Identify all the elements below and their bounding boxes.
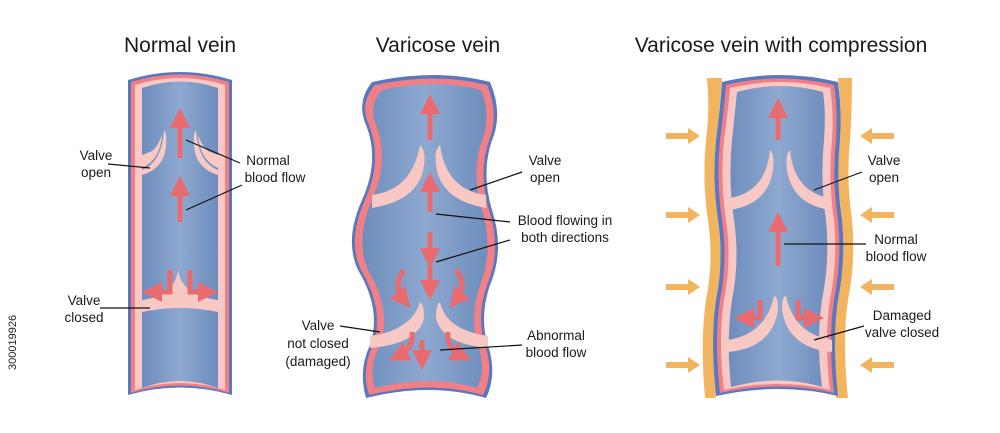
compression-damaged-label-1: Damaged bbox=[873, 308, 932, 323]
compression-arrow-left-1 bbox=[666, 128, 700, 144]
compression-vein bbox=[666, 75, 894, 398]
compression-arrow-left-3 bbox=[666, 279, 700, 295]
compression-damaged-label-2: valve closed bbox=[865, 325, 939, 340]
compression-valve-open-label-2: open bbox=[869, 170, 899, 185]
leader-varicose-abnormal bbox=[439, 344, 523, 351]
leader-normal-flow-2 bbox=[185, 184, 243, 211]
compression-arrow-right-1 bbox=[860, 128, 894, 144]
normal-vein bbox=[128, 72, 232, 395]
compression-valve-open-label-1: Valve bbox=[868, 153, 901, 168]
varicose-abnormal-flow-label-2: blood flow bbox=[526, 345, 587, 360]
varicose-both-directions-label-1: Blood flowing in bbox=[518, 213, 613, 228]
title-normal-vein: Normal vein bbox=[124, 34, 236, 57]
compression-arrow-left-2 bbox=[666, 207, 700, 223]
compression-arrow-right-4 bbox=[860, 357, 894, 373]
leader-varicose-both-1 bbox=[435, 213, 511, 223]
title-varicose-vein: Varicose vein bbox=[376, 34, 501, 57]
varicose-valve-damaged-label-3: (damaged) bbox=[285, 354, 350, 369]
stock-id-watermark: 300019926 bbox=[7, 315, 19, 370]
title-varicose-compression: Varicose vein with compression bbox=[635, 34, 928, 57]
varicose-valve-damaged-label-1: Valve bbox=[302, 318, 335, 333]
compression-valve-open bbox=[730, 150, 774, 210]
varicose-valve-open-label-2: open bbox=[530, 170, 560, 185]
varicose-both-directions-label-2: both directions bbox=[521, 230, 609, 245]
normal-valve-open-label-1: Valve bbox=[80, 148, 113, 163]
varicose-valve-damaged-label-2: not closed bbox=[287, 336, 349, 351]
normal-valve-open-label-2: open bbox=[81, 165, 111, 180]
compression-band-left bbox=[702, 78, 722, 398]
compression-arrow-left-4 bbox=[666, 357, 700, 373]
leader-normal-valve-open bbox=[107, 163, 151, 169]
leader-normal-flow-1 bbox=[185, 139, 241, 164]
varicose-lumen bbox=[362, 84, 488, 388]
varicose-abnormal-flow-label-1: Abnormal bbox=[527, 328, 585, 343]
normal-valve-closed-label-2: closed bbox=[64, 310, 103, 325]
varicose-vein bbox=[351, 75, 499, 398]
leader-compression-damaged bbox=[813, 325, 865, 341]
normal-valve-closed-label-1: Valve bbox=[68, 293, 101, 308]
compression-arrow-right-2 bbox=[860, 207, 894, 223]
normal-flow-label-1: Normal bbox=[246, 153, 290, 168]
varicose-valve-open bbox=[372, 145, 425, 208]
leader-varicose-damaged bbox=[339, 325, 381, 333]
compression-arrow-right-3 bbox=[860, 279, 894, 295]
normal-flow-label-2: blood flow bbox=[245, 170, 306, 185]
compression-normal-flow-label-2: blood flow bbox=[866, 249, 927, 264]
varicose-valve-open-label-1: Valve bbox=[529, 153, 562, 168]
compression-band-right bbox=[834, 78, 854, 398]
leader-varicose-valve-open bbox=[469, 171, 523, 191]
normal-valve-open bbox=[142, 135, 218, 168]
compression-normal-flow-label-1: Normal bbox=[874, 232, 918, 247]
leader-compression-valve-open bbox=[813, 171, 863, 191]
leader-varicose-both-2 bbox=[435, 239, 511, 263]
compression-valve-damaged bbox=[728, 296, 778, 352]
